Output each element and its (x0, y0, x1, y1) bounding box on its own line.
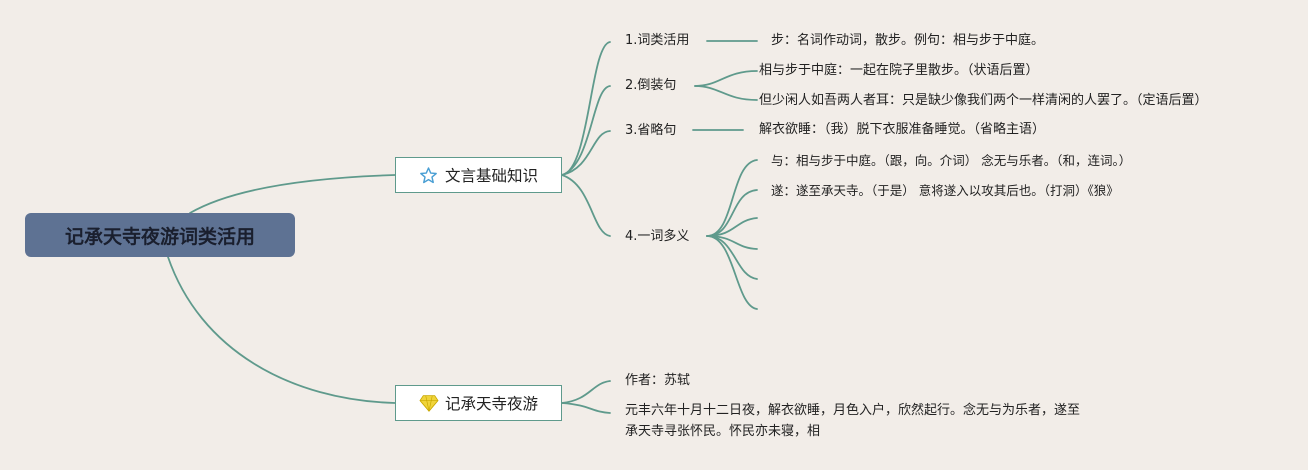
leaf-daozhuang-1[interactable]: 相与步于中庭：一起在院子里散步。（状语后置） (759, 63, 1039, 78)
leaf-text-line2[interactable]: 承天寺寻张怀民。怀民亦未寝，相 (625, 424, 821, 439)
branch-text-label: 记承天寺夜游 (444, 395, 538, 413)
branch-basic-knowledge[interactable]: 文言基础知识 (395, 157, 562, 193)
link-root-basic (189, 174, 396, 214)
link-2-leaf-b (694, 85, 758, 101)
link-basic-4 (561, 174, 611, 237)
leaf-cilei[interactable]: 步：名词作动词，散步。例句：相与步于中庭。 (771, 33, 1045, 48)
branch-text[interactable]: 记承天寺夜游 (395, 385, 562, 421)
branch-basic-label: 文言基础知识 (444, 167, 538, 185)
link-root-text (167, 256, 396, 404)
topic-yici[interactable]: 4.一词多义 (625, 229, 690, 244)
topic-cilei[interactable]: 1.词类活用 (625, 33, 690, 48)
link-text-body (561, 402, 611, 414)
topic-shenglue[interactable]: 3.省略句 (625, 123, 677, 138)
leaf-yici-1[interactable]: 与：相与步于中庭。（跟，向。介词） 念无与乐者。（和，连词。） (771, 153, 1132, 168)
leaf-daozhuang-2[interactable]: 但少闲人如吾两人者耳：只是缺少像我们两个一样清闲的人罢了。（定语后置） (759, 93, 1208, 108)
leaf-yici-2[interactable]: 遂：遂至承天寺。（于是） 意将遂入以攻其后也。（打洞）《狼》 (771, 183, 1119, 198)
link-4-empty-3 (706, 235, 758, 280)
link-2-leaf-a (694, 70, 758, 87)
link-text-author (561, 380, 611, 404)
link-4-empty-4 (706, 235, 758, 310)
link-basic-3 (561, 130, 611, 176)
root-topic-label: 记承天寺夜游词类活用 (64, 225, 255, 248)
topic-daozhuang[interactable]: 2.倒装句 (625, 78, 677, 93)
star-outline-icon (419, 165, 439, 185)
root-topic[interactable]: 记承天寺夜游词类活用 (25, 213, 295, 257)
diamond-icon (419, 393, 439, 413)
leaf-shenglue[interactable]: 解衣欲睡：（我）脱下衣服准备睡觉。（省略主语） (759, 122, 1046, 137)
link-basic-1 (561, 41, 611, 176)
leaf-text-line1[interactable]: 元丰六年十月十二日夜，解衣欲睡，月色入户，欣然起行。念无与为乐者，遂至 (625, 403, 1081, 418)
link-4-leaf-a (706, 159, 758, 237)
leaf-author[interactable]: 作者：苏轼 (625, 373, 691, 388)
link-basic-2 (561, 85, 611, 176)
